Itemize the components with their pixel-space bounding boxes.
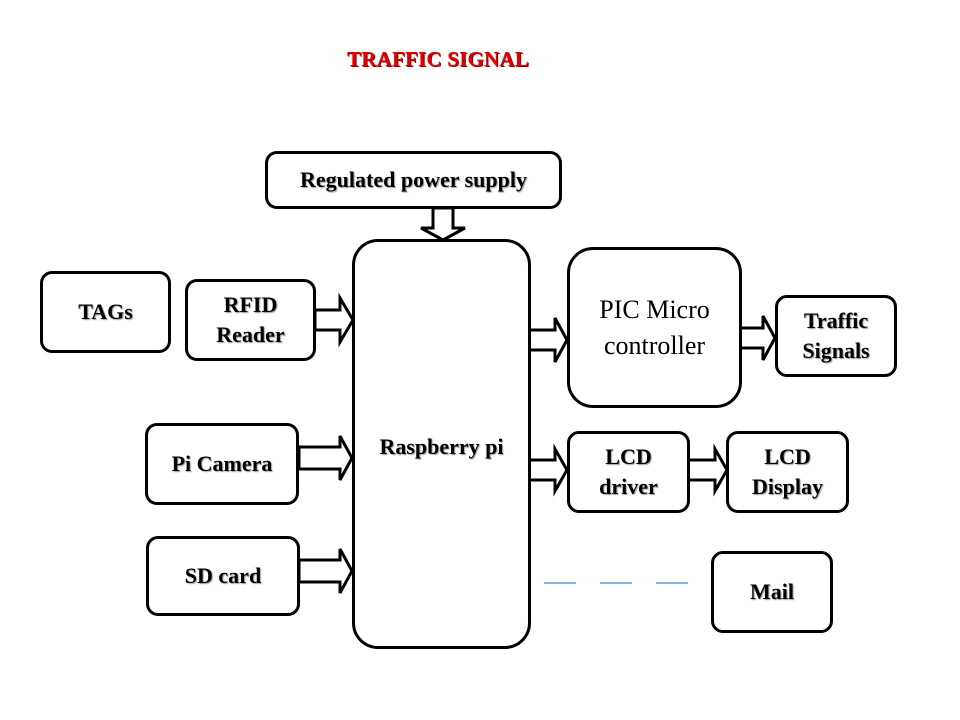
arrow-rfid-to-raspberry	[313, 292, 355, 348]
traffic-signals-block: Traffic Signals	[775, 295, 897, 377]
regulated-power-supply-block: Regulated power supply	[265, 151, 562, 209]
pi-camera-block: Pi Camera	[145, 423, 299, 505]
raspberry-pi-block: Raspberry pi	[352, 239, 531, 649]
page-title: TRAFFIC SIGNAL	[347, 47, 529, 71]
arrow-sdcard-to-raspberry	[297, 548, 354, 594]
lcd-driver-block: LCD driver	[567, 431, 690, 513]
arrow-lcd-driver-to-lcd-display	[686, 443, 729, 497]
arrow-raspberry-to-lcd-driver	[527, 443, 569, 497]
arrow-pic-to-traffic	[738, 315, 777, 361]
arrow-camera-to-raspberry	[297, 435, 354, 481]
pic-microcontroller-block: PIC Micro controller	[567, 247, 742, 408]
arrow-power-to-raspberry	[420, 206, 466, 242]
lcd-display-block: LCD Display	[726, 431, 849, 513]
sd-card-block: SD card	[146, 536, 300, 616]
rfid-reader-block: RFID Reader	[185, 279, 316, 361]
mail-block: Mail	[711, 551, 833, 633]
arrow-raspberry-to-pic	[527, 317, 569, 363]
tags-block: TAGs	[40, 271, 171, 353]
